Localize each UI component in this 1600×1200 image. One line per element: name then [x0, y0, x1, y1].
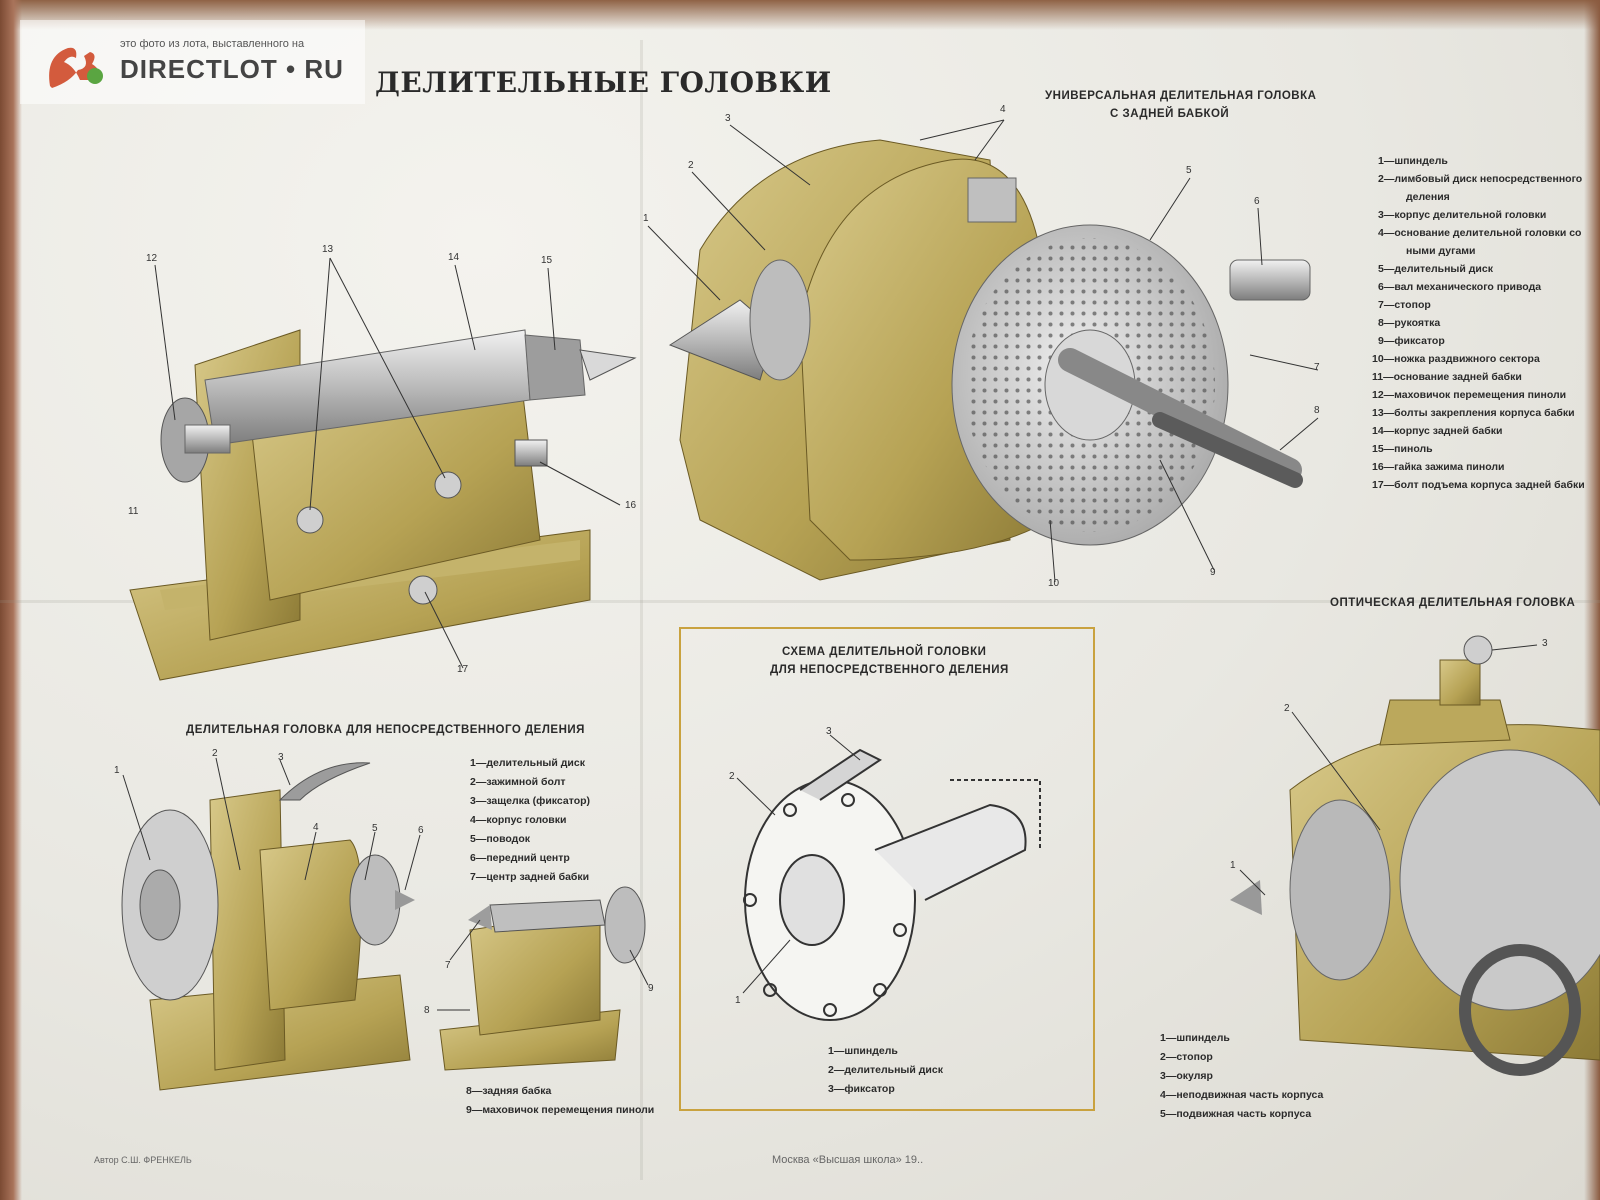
- watermark-caption: это фото из лота, выставленного на: [120, 38, 305, 50]
- callout-number: 5: [372, 823, 378, 834]
- callout-number: 4: [1000, 104, 1006, 115]
- legend-item: 2—стопор: [1160, 1051, 1213, 1063]
- callout-number: 1: [114, 765, 120, 776]
- poster-title: ДЕЛИТЕЛЬНЫЕ ГОЛОВКИ: [375, 66, 832, 99]
- legend-item: 16—гайка зажима пиноли: [1372, 461, 1505, 473]
- callout-number: 11: [128, 506, 139, 517]
- callout-number: 9: [648, 983, 654, 994]
- legend-item: 3—окуляр: [1160, 1070, 1213, 1082]
- callout-number: 7: [1314, 362, 1320, 373]
- scheme-title-line2: ДЛЯ НЕПОСРЕДСТВЕННОГО ДЕЛЕНИЯ: [770, 664, 1009, 676]
- callout-number: 4: [313, 822, 319, 833]
- legend-item: 14—корпус задней бабки: [1372, 425, 1503, 437]
- background-left-edge: [0, 0, 22, 1200]
- callout-number: 5: [1186, 165, 1192, 176]
- legend-item: 1—шпиндель: [1160, 1032, 1230, 1044]
- legend-item: 4—корпус головки: [470, 814, 567, 826]
- legend-item: 12—маховичок перемещения пиноли: [1372, 389, 1567, 401]
- callout-number: 2: [729, 771, 735, 782]
- callout-number: 17: [457, 664, 469, 675]
- legend-item: 3—защелка (фиксатор): [470, 795, 591, 807]
- legend-item: 2—лимбовый диск непосредственного: [1378, 173, 1583, 185]
- legend-item: 1—делительный диск: [470, 757, 585, 769]
- optical-head-title: ОПТИЧЕСКАЯ ДЕЛИТЕЛЬНАЯ ГОЛОВКА: [1330, 597, 1576, 609]
- legend-item: 15—пиноль: [1372, 443, 1433, 455]
- callout-number: 9: [1210, 567, 1216, 578]
- legend-item: 8—рукоятка: [1378, 317, 1441, 329]
- callout-number: 1: [1230, 860, 1236, 871]
- legend-item: 7—стопор: [1378, 299, 1431, 311]
- universal-head-illustration: [668, 139, 1311, 581]
- callout-number: 10: [1048, 578, 1060, 589]
- optical-head-illustration: [1230, 635, 1600, 1076]
- legend-item: 17—болт подъема корпуса задней бабки: [1372, 479, 1585, 491]
- legend-item: 3—корпус делительной головки: [1378, 209, 1547, 221]
- callout-number: 1: [643, 213, 649, 224]
- scheme-title-line1: СХЕМА ДЕЛИТЕЛЬНОЙ ГОЛОВКИ: [782, 646, 987, 658]
- callout-number: 15: [541, 255, 553, 266]
- legend-item: 6—передний центр: [470, 852, 570, 864]
- leader-lines: [122, 119, 1538, 1011]
- universal-title-line2: С ЗАДНЕЙ БАБКОЙ: [1110, 108, 1230, 120]
- legend-item: 4—основание делительной головки со: [1378, 227, 1582, 239]
- legend-item: 9—фиксатор: [1378, 335, 1445, 347]
- legend-item: 5—подвижная часть корпуса: [1160, 1108, 1312, 1120]
- callout-number: 2: [212, 748, 218, 759]
- legend-item: 4—неподвижная часть корпуса: [1160, 1089, 1324, 1101]
- callout-number: 6: [418, 825, 424, 836]
- direct-head-title: ДЕЛИТЕЛЬНАЯ ГОЛОВКА ДЛЯ НЕПОСРЕДСТВЕННОГ…: [186, 724, 585, 736]
- callout-number: 16: [625, 500, 637, 511]
- squirrel-logo-icon: [49, 47, 103, 88]
- legend-item: 8—задняя бабка: [466, 1085, 552, 1097]
- publisher-footer: Москва «Высшая школа» 19..: [772, 1154, 924, 1166]
- callout-number: 8: [424, 1005, 430, 1016]
- legend-item: 11—основание задней бабки: [1372, 371, 1522, 383]
- legend-item: 1—шпиндель: [828, 1045, 898, 1057]
- callout-number: 7: [445, 960, 451, 971]
- callout-number: 13: [322, 244, 334, 255]
- legend-item: 2—делительный диск: [828, 1064, 943, 1076]
- scheme-frame: [679, 627, 1095, 1111]
- callout-number: 1: [735, 995, 741, 1006]
- watermark-brand: DIRECTLOT • RU: [120, 54, 344, 84]
- callout-number: 6: [1254, 196, 1260, 207]
- legend-item: 7—центр задней бабки: [470, 871, 590, 883]
- legend-item: 1—шпиндель: [1378, 155, 1448, 167]
- watermark: это фото из лота, выставленного на DIREC…: [20, 20, 365, 104]
- callout-number: 3: [1542, 638, 1548, 649]
- callout-number: 2: [1284, 703, 1290, 714]
- legend-item: 5—делительный диск: [1378, 263, 1493, 275]
- scheme-illustration: [743, 748, 1041, 1021]
- legend-item: 2—зажимной болт: [470, 776, 566, 788]
- callout-number: 3: [278, 752, 284, 763]
- legend-item: ными дугами: [1406, 245, 1476, 257]
- tailstock-illustration: [129, 329, 637, 681]
- legend-item: 9—маховичок перемещения пиноли: [466, 1104, 655, 1116]
- callout-number: 14: [448, 252, 460, 263]
- direct-head-illustration: [121, 762, 646, 1091]
- legend-item: 6—вал механического привода: [1378, 281, 1542, 293]
- callout-number: 12: [146, 253, 158, 264]
- legend-item: 5—поводок: [470, 833, 531, 845]
- legend-item: 10—ножка раздвижного сектора: [1372, 353, 1540, 365]
- callout-number: 3: [725, 113, 731, 124]
- callout-number: 8: [1314, 405, 1320, 416]
- paper-crease: [640, 40, 643, 1180]
- callout-number: 3: [826, 726, 832, 737]
- legend-item: деления: [1406, 191, 1450, 203]
- legend-item: 3—фиксатор: [828, 1083, 895, 1095]
- paper-crease: [0, 600, 1600, 603]
- legend-item: 13—болты закрепления корпуса бабки: [1372, 407, 1575, 419]
- author-footer: Автор С.Ш. ФРЕНКЕЛЬ: [94, 1155, 192, 1165]
- callout-number: 2: [688, 160, 694, 171]
- universal-title-line1: УНИВЕРСАЛЬНАЯ ДЕЛИТЕЛЬНАЯ ГОЛОВКА: [1045, 90, 1317, 102]
